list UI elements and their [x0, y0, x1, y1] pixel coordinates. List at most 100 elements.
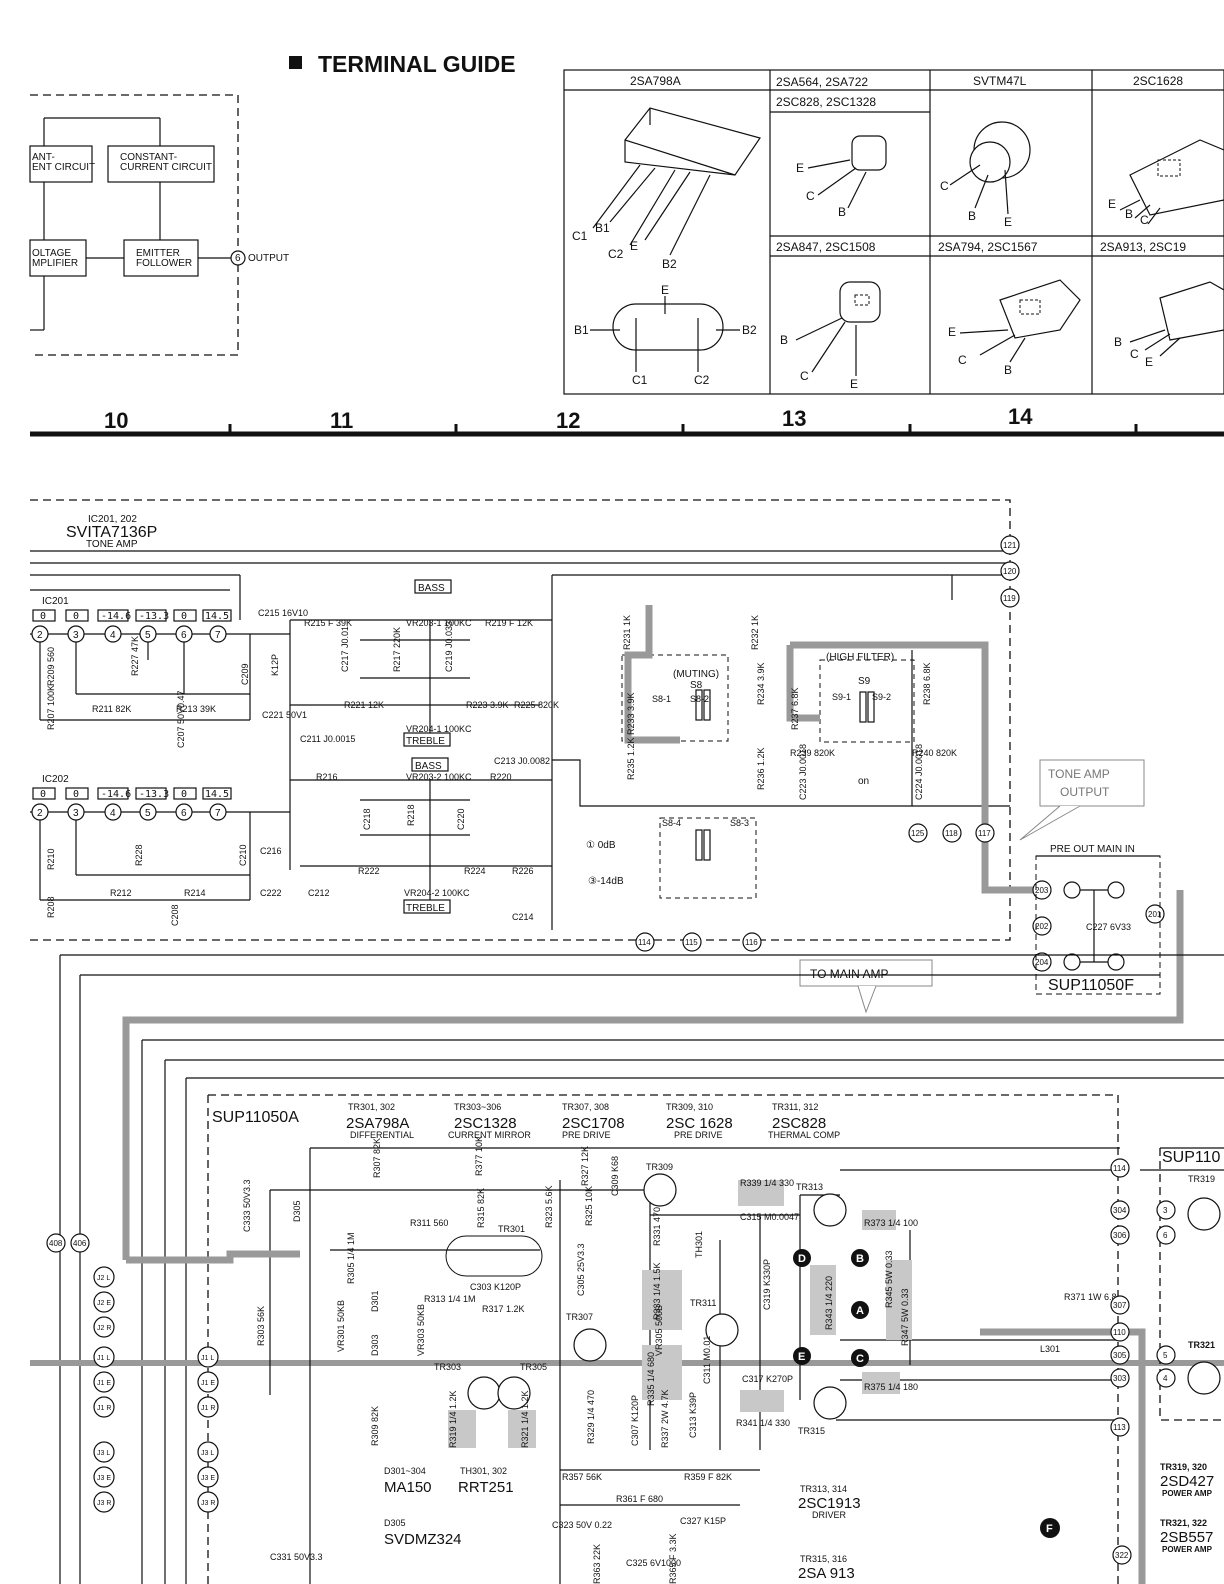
svg-text:C313 K39P: C313 K39P [688, 1392, 698, 1438]
svg-text:2SC1913: 2SC1913 [798, 1495, 861, 1512]
svg-text:R339 1/4 330: R339 1/4 330 [740, 1178, 794, 1188]
svg-text:TR303: TR303 [434, 1362, 461, 1372]
svg-text:TH301: TH301 [694, 1231, 704, 1258]
svg-text:R337 2W 4.7K: R337 2W 4.7K [660, 1389, 670, 1448]
svg-text:C311 M0.01: C311 M0.01 [702, 1336, 712, 1384]
svg-text:C217 J0.01: C217 J0.01 [340, 626, 350, 672]
svg-text:R361 F 680: R361 F 680 [616, 1494, 663, 1504]
s9-high-filter-switch [819, 659, 915, 743]
svg-text:R240 820K: R240 820K [912, 748, 957, 758]
tone-ic-name: SVITA7136P [66, 524, 157, 541]
svg-text:118: 118 [945, 829, 958, 838]
svg-text:D: D [798, 1253, 806, 1265]
svg-text:J3 E: J3 E [201, 1475, 215, 1482]
ruler-ticks [228, 424, 1138, 434]
power-part-list: TR319, 320 2SD427 POWER AMP TR321, 322 2… [1160, 1462, 1214, 1554]
svg-text:C223 J0.0018: C223 J0.0018 [798, 744, 808, 800]
svg-text:R217 220K: R217 220K [392, 627, 402, 672]
svg-text:C215 16V10: C215 16V10 [258, 608, 308, 618]
svg-text:B: B [1004, 363, 1012, 377]
svg-text:B2: B2 [662, 257, 677, 271]
svg-text:R213 39K: R213 39K [176, 704, 216, 714]
svg-text:R227 47K: R227 47K [130, 636, 140, 676]
svg-text:C: C [958, 353, 967, 367]
svg-text:C222: C222 [260, 888, 282, 898]
title-bullet [289, 56, 302, 69]
bass-label-1: BASS [418, 583, 445, 594]
svg-text:C219 J0.033: C219 J0.033 [444, 621, 454, 672]
main-amp-node-markers [46, 1158, 1176, 1565]
svg-text:CONSTANT-CURRENT CIRCUIT: CONSTANT-CURRENT CIRCUIT [120, 152, 212, 173]
svg-text:R234 3.9K: R234 3.9K [756, 662, 766, 705]
svg-text:J1 L: J1 L [97, 1355, 110, 1362]
svg-text:J1 R: J1 R [201, 1405, 215, 1412]
svg-text:C: C [856, 1353, 864, 1365]
minus14db-label: ③-14dB [588, 876, 624, 887]
bass-label-2: BASS [415, 761, 442, 772]
svg-text:R327 12K: R327 12K [580, 1146, 590, 1186]
svg-text:E: E [948, 325, 956, 339]
svg-text:B: B [780, 333, 788, 347]
svg-text:2SA 913: 2SA 913 [798, 1565, 855, 1582]
svg-text:R207 100K: R207 100K [46, 685, 56, 730]
svg-text:C213 J0.0082: C213 J0.0082 [494, 756, 550, 766]
tone-amp-output-callout [1019, 759, 1145, 841]
zero-db-label: ① 0dB [586, 840, 616, 851]
svg-text:R317 1.2K: R317 1.2K [482, 1304, 525, 1314]
svg-text:VR301 50KB: VR301 50KB [336, 1300, 346, 1352]
svg-text:R371 1W 6.8: R371 1W 6.8 [1064, 1292, 1117, 1302]
svg-text:ANT-ENT CIRCUIT: ANT-ENT CIRCUIT [32, 152, 95, 173]
svg-text:S8-3: S8-3 [730, 818, 749, 828]
svg-text:2SD427: 2SD427 [1160, 1473, 1214, 1490]
svg-text:C216: C216 [260, 846, 282, 856]
main-amp-transistors [445, 1173, 1221, 1420]
svg-text:R315 82K: R315 82K [476, 1188, 486, 1228]
svg-text:POWER AMP: POWER AMP [1162, 1489, 1213, 1498]
svg-text:VR204-1 100KC: VR204-1 100KC [406, 724, 472, 734]
svg-text:203: 203 [1035, 886, 1049, 895]
svg-text:R220: R220 [490, 772, 512, 782]
test-point-labels: D B A C E F [798, 1253, 1053, 1535]
package-2sc1628-label: 2SC1628 [1133, 74, 1183, 88]
svg-text:0: 0 [40, 611, 46, 622]
svg-text:R235 1.2K: R235 1.2K [626, 737, 636, 780]
svg-text:C2: C2 [694, 373, 710, 387]
high-filter-label: (HIGH FILTER) [826, 652, 894, 663]
svg-text:J2 E: J2 E [97, 1300, 111, 1307]
svg-text:C211 J0.0015: C211 J0.0015 [300, 734, 355, 744]
tone-component-labels: R215 F 39K VR203-1 100KC R219 F 12K C217… [46, 608, 1131, 932]
svg-text:TR321: TR321 [1188, 1340, 1215, 1350]
svg-text:114: 114 [638, 938, 651, 947]
svg-text:R375 1/4 180: R375 1/4 180 [864, 1382, 918, 1392]
svg-text:TR309: TR309 [646, 1162, 673, 1172]
svg-text:C305 25V3.3: C305 25V3.3 [576, 1243, 586, 1296]
svg-text:4: 4 [1163, 1374, 1168, 1383]
svg-text:TR309, 310: TR309, 310 [666, 1102, 713, 1112]
svg-text:C323 50V 0.22: C323 50V 0.22 [552, 1520, 612, 1530]
svg-text:CURRENT MIRROR: CURRENT MIRROR [448, 1130, 531, 1140]
svg-text:307: 307 [1113, 1301, 1127, 1310]
ic201-label: IC201 [42, 596, 69, 607]
svg-text:J2 L: J2 L [97, 1275, 110, 1282]
svg-text:S8-1: S8-1 [652, 694, 671, 704]
svg-text:F: F [1046, 1523, 1053, 1535]
svg-text:D301: D301 [370, 1290, 380, 1312]
svg-text:S9-1: S9-1 [832, 692, 851, 702]
svg-text:VR303 50KB: VR303 50KB [416, 1304, 426, 1356]
s8-muting-switch [621, 654, 757, 899]
svg-text:TR311: TR311 [690, 1298, 716, 1308]
svg-text:B1: B1 [574, 323, 589, 337]
svg-text:C224 J0.0018: C224 J0.0018 [914, 744, 924, 800]
svg-text:C333 50V3.3: C333 50V3.3 [242, 1179, 252, 1232]
svg-text:B1: B1 [595, 221, 610, 235]
svg-text:14.5: 14.5 [205, 789, 229, 800]
svg-text:C307 K120P: C307 K120P [630, 1395, 640, 1446]
svg-text:D305: D305 [384, 1518, 406, 1528]
svg-text:14.5: 14.5 [205, 611, 229, 622]
svg-text:2: 2 [37, 808, 43, 819]
svg-text:R208: R208 [46, 896, 56, 918]
svg-text:TR313, 314: TR313, 314 [800, 1484, 847, 1494]
